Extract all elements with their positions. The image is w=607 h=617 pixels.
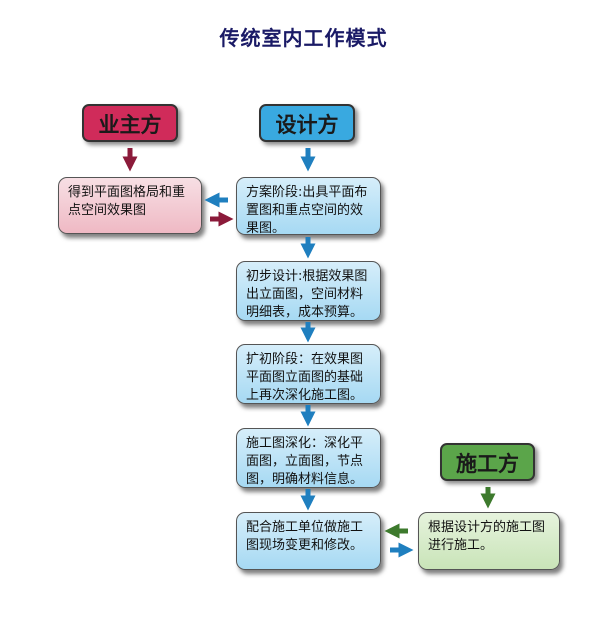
design-step-box: 配合施工单位做施工图现场变更和修改。 [236,512,381,570]
design-step-text: 施工图深化：深化平面图，立面图，节点图，明确材料信息。 [246,436,364,487]
design-step-text: 方案阶段:出具平面布置图和重点空间的效果图。 [246,185,368,236]
owner-result-text: 得到平面图格局和重点空间效果图 [68,185,186,218]
design-step-text: 配合施工单位做施工图现场变更和修改。 [246,520,364,553]
owner-header: 业主方 [82,104,178,142]
design-step-box: 施工图深化：深化平面图，立面图，节点图，明确材料信息。 [236,428,381,488]
diagram-title: 传统室内工作模式 [219,26,388,50]
owner-result-box: 得到平面图格局和重点空间效果图 [58,177,202,234]
design-step-text: 扩初阶段：在效果图平面图立面图的基础上再次深化施工图。 [246,352,364,403]
design-step-box: 方案阶段:出具平面布置图和重点空间的效果图。 [236,177,381,236]
design-step-box: 扩初阶段：在效果图平面图立面图的基础上再次深化施工图。 [236,344,381,404]
builder-text: 根据设计方的施工图进行施工。 [428,520,546,553]
design-step-text: 初步设计:根据效果图出立面图，空间材料明细表，成本预算。 [246,269,368,320]
builder-header: 施工方 [440,443,535,481]
builder-box: 根据设计方的施工图进行施工。 [418,512,560,570]
designer-header: 设计方 [259,104,355,142]
design-step-box: 初步设计:根据效果图出立面图，空间材料明细表，成本预算。 [236,261,381,321]
